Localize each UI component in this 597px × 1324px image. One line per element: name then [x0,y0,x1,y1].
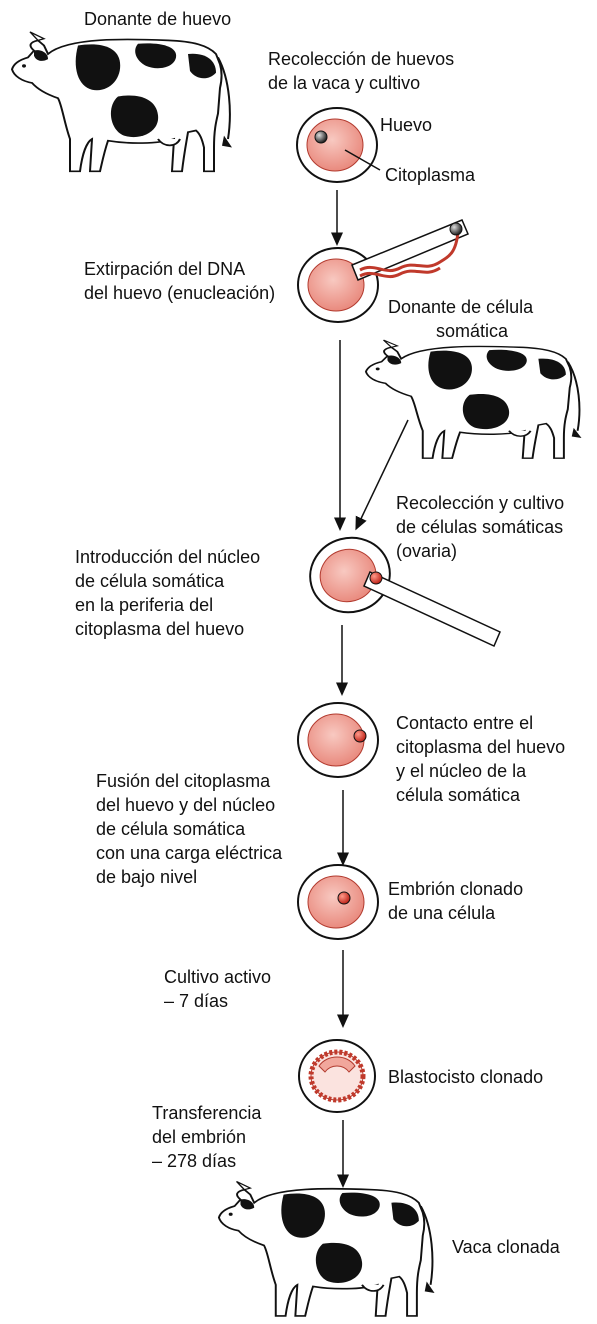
enucleation-label-1: Extirpación del DNA [84,259,246,279]
egg-donor-cow [11,30,233,173]
cytoplasm-pointer [344,149,381,171]
contact-label-3: y el núcleo de la [396,761,527,781]
embryo-transfer-label-1: Transferencia [152,1103,262,1123]
insertion-pipette [363,570,501,648]
active-culture-label-2: – 7 días [164,991,229,1011]
blastocyst-label: Blastocisto clonado [388,1067,544,1087]
nucleus-insertion-label-4: citoplasma del huevo [75,619,245,639]
fusion-label-2: del huevo y del núcleo [96,795,276,815]
somatic-donor-label-2: somática [436,321,509,341]
somatic-collection-label-2: de células somáticas [396,517,564,537]
cloned-cow-label: Vaca clonada [452,1237,560,1257]
somatic-collection-label-1: Recolección y cultivo [396,493,565,513]
egg-donor-label: Donante de huevo [84,9,232,29]
fusion-label-3: de célula somática [96,819,246,839]
contact-label-2: citoplasma del huevo [396,737,566,757]
cloned-embryo-label-2: de una célula [388,903,496,923]
cloned-cow [217,1180,436,1317]
somatic-donor-label-1: Donante de célula [388,297,534,317]
cloned-embryo-cell [297,864,379,940]
embryo-transfer-label-2: del embrión [152,1127,247,1147]
fusion-label-5: de bajo nivel [96,867,198,887]
egg-collection-label-2: de la vaca y cultivo [268,73,421,93]
egg-cell-contact [297,702,379,778]
nucleus-insertion-label-2: de célula somática [75,571,225,591]
embryo-transfer-label-3: – 278 días [152,1151,237,1171]
cloned-embryo-label-1: Embrión clonado [388,879,524,899]
enucleation-label-2: del huevo (enucleación) [84,283,276,303]
nucleus-insertion-label-1: Introducción del núcleo [75,547,261,567]
egg-label: Huevo [380,115,433,135]
egg-collection-label-1: Recolección de huevos [268,49,455,69]
somatic-collection-label-3: (ovaria) [396,541,458,561]
egg-cell-insertion [300,527,400,623]
arrow-somatic [355,419,409,531]
contact-label-4: célula somática [396,785,521,805]
enucleation-pipette [351,219,469,281]
fusion-label-1: Fusión del citoplasma [96,771,271,791]
contact-label-1: Contacto entre el [396,713,534,733]
cytoplasm-label: Citoplasma [385,165,476,185]
blastocyst-cell [298,1039,376,1113]
nucleus-insertion-label-3: en la periferia del [75,595,214,615]
active-culture-label-1: Cultivo activo [164,967,272,987]
fusion-label-4: con una carga eléctrica [96,843,283,863]
egg-cell-1 [296,107,378,183]
